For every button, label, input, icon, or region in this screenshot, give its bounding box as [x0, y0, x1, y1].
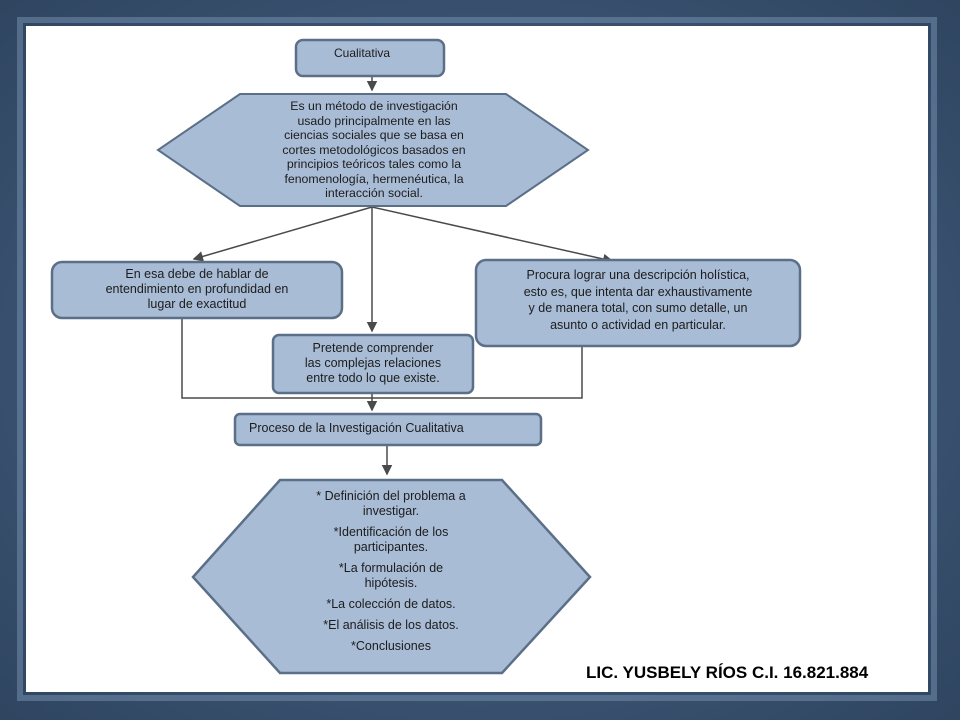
- definition-line: fenomenología, hermenéutica, la: [284, 171, 464, 186]
- arrow-definition-to-left: [192, 206, 373, 262]
- definition-line: principios teóricos tales como la: [286, 157, 462, 172]
- left-box-line: entendimiento en profundidad en: [105, 281, 289, 296]
- title-box: [294, 38, 446, 78]
- process-box: [233, 412, 543, 447]
- steps-hexagon: [191, 478, 592, 675]
- author-footer: LIC. YUSBELY RÍOS C.I. 16.821.884: [586, 663, 869, 682]
- steps-text: * Definición del problema a investigar. …: [226, 481, 556, 661]
- right-box: [474, 258, 802, 348]
- center-box-line: las complejas relaciones: [304, 355, 442, 370]
- definition-hexagon: [156, 93, 590, 207]
- step-line: participantes.: [353, 539, 429, 554]
- step-line: *La formulación de: [338, 560, 444, 575]
- line-left-down: [181, 316, 583, 399]
- connectors: [181, 76, 614, 476]
- right-box-text: Procura lograr una descripción holística…: [476, 260, 800, 340]
- step-line: *Conclusiones: [351, 638, 431, 653]
- center-box: [271, 333, 475, 395]
- left-box: [50, 260, 344, 320]
- definition-text: Es un método de investigación usado prin…: [206, 94, 542, 206]
- slide: Cualitativa Es un método de investigació…: [26, 26, 928, 692]
- definition-line: Es un método de investigación: [290, 99, 458, 114]
- step-line: hipótesis.: [364, 575, 418, 590]
- definition-line: usado principalmente en las: [297, 113, 451, 128]
- step-line: *El análisis de los datos.: [323, 617, 459, 632]
- step-line: investigar.: [362, 503, 420, 518]
- arrow-definition-to-right: [371, 206, 614, 265]
- right-box-line: asunto o actividad en particular.: [550, 317, 726, 332]
- center-box-text: Pretende comprender las complejas relaci…: [273, 335, 473, 391]
- left-box-line: lugar de exactitud: [147, 296, 247, 311]
- center-box-line: Pretende comprender: [312, 340, 434, 355]
- definition-line: interacción social.: [325, 186, 423, 201]
- right-box-line: Procura lograr una descripción holística…: [526, 268, 750, 282]
- definition-line: cortes metodológicos basados en: [282, 142, 466, 157]
- definition-line: ciencias sociales que se basa en: [284, 128, 464, 143]
- right-box-line: y de manera total, con sumo detalle, un: [528, 301, 748, 315]
- flowchart: [50, 38, 802, 675]
- left-box-text: En esa debe de hablar de entendimiento e…: [52, 262, 342, 316]
- step-line: *La colección de datos.: [326, 596, 456, 611]
- step-line: *Identificación de los: [333, 524, 449, 539]
- right-box-line: esto es, que intenta dar exhaustivamente: [523, 284, 753, 299]
- title-box-label: Cualitativa: [334, 46, 391, 60]
- process-box-text: Proceso de la Investigación Cualitativa: [249, 420, 464, 435]
- center-box-line: entre todo lo que existe.: [306, 370, 440, 385]
- step-line: * Definición del problema a: [316, 488, 466, 503]
- left-box-line: En esa debe de hablar de: [125, 266, 269, 281]
